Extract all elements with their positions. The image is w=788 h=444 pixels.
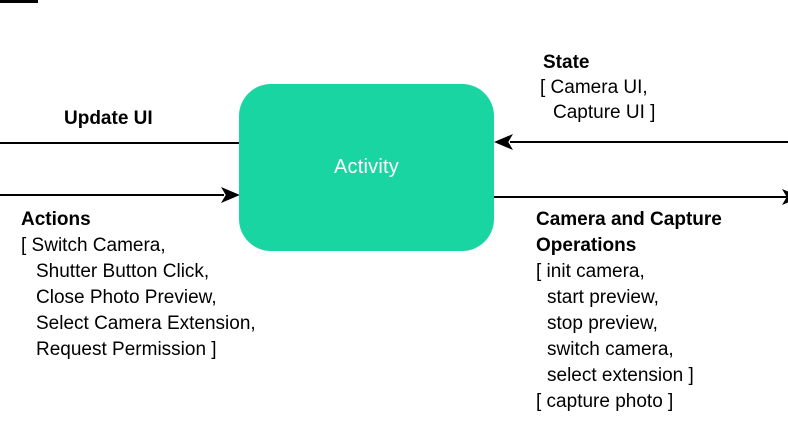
edge-state-line bbox=[510, 141, 788, 143]
state-title: State bbox=[543, 52, 590, 73]
actions-line: Close Photo Preview, bbox=[36, 287, 217, 308]
state-line: [ Camera UI, bbox=[540, 77, 648, 98]
actions-line: Select Camera Extension, bbox=[36, 313, 256, 334]
state-block: State [ Camera UI, Capture UI ] bbox=[540, 50, 655, 125]
corner-mark bbox=[0, 0, 38, 3]
actions-block: Actions [ Switch Camera, Shutter Button … bbox=[21, 207, 256, 363]
edge-actions-line bbox=[0, 194, 224, 196]
operations-line: select extension ] bbox=[547, 365, 694, 386]
operations-block: Camera and Capture Operations [ init cam… bbox=[536, 207, 722, 415]
operations-line: [ capture photo ] bbox=[536, 391, 674, 412]
actions-line: Request Permission ] bbox=[36, 339, 217, 360]
operations-line: switch camera, bbox=[547, 339, 674, 360]
edge-operations-line bbox=[494, 196, 788, 198]
operations-title: Operations bbox=[536, 235, 637, 256]
activity-node-label: Activity bbox=[334, 156, 399, 178]
edge-update-ui-line bbox=[0, 142, 239, 144]
actions-title: Actions bbox=[21, 209, 91, 230]
operations-title: Camera and Capture bbox=[536, 209, 722, 230]
operations-line: start preview, bbox=[547, 287, 659, 308]
operations-line: stop preview, bbox=[547, 313, 658, 334]
activity-node: Activity bbox=[239, 84, 494, 251]
state-line: Capture UI ] bbox=[553, 102, 656, 123]
actions-line: [ Switch Camera, bbox=[21, 235, 166, 256]
actions-line: Shutter Button Click, bbox=[36, 261, 210, 282]
update-ui-label: Update UI bbox=[64, 108, 153, 129]
operations-line: [ init camera, bbox=[536, 261, 645, 282]
